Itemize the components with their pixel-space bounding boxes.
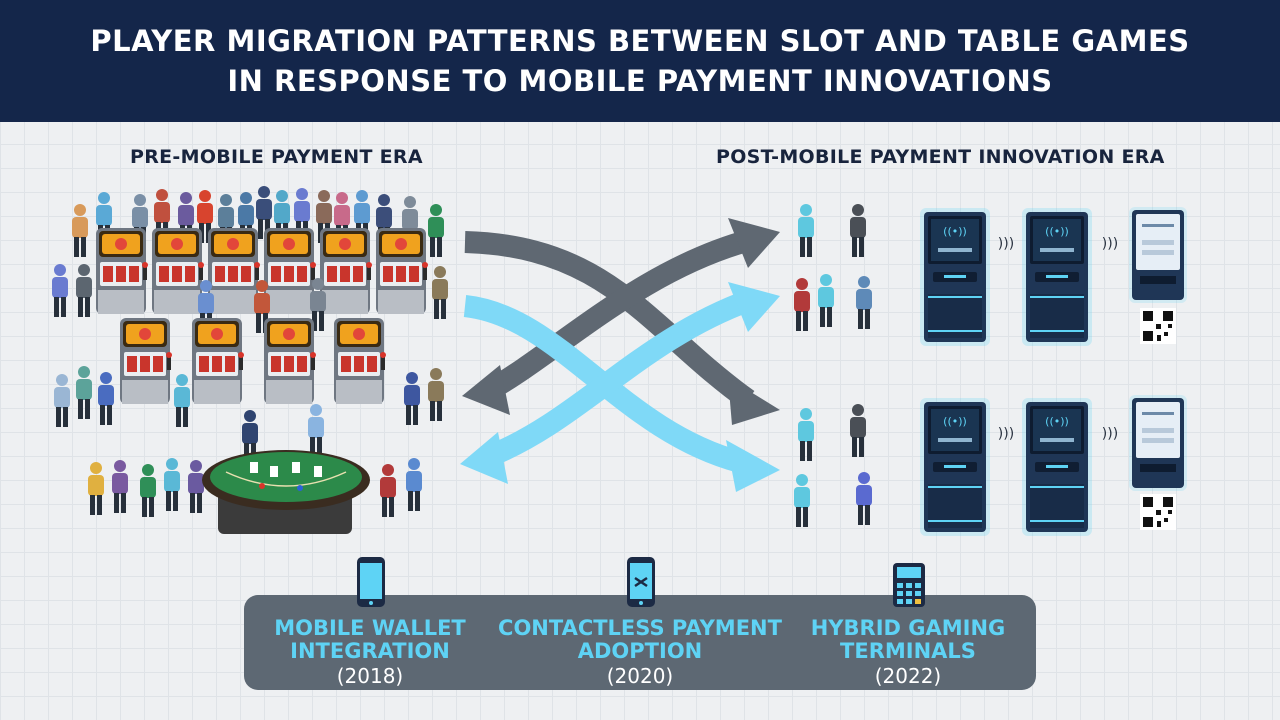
post-era-lower-group: [794, 404, 872, 527]
milestone-hybrid-terminals: HYBRID GAMING TERMINALS (2022): [758, 617, 1058, 689]
terminals-lower-row: ))) ))): [920, 395, 1187, 536]
milestone-name-line1: CONTACTLESS PAYMENT: [498, 616, 782, 640]
milestones-panel: [244, 595, 1036, 690]
post-era-upper-group: [794, 204, 872, 331]
milestone-contactless-payment: CONTACTLESS PAYMENT ADOPTION (2020): [490, 617, 790, 689]
svg-text:))): ))): [998, 426, 1014, 442]
terminals-upper-row: ))) ))): [920, 207, 1187, 346]
title-line-1: PLAYER MIGRATION PATTERNS BETWEEN SLOT A…: [90, 24, 1190, 58]
migration-arrows: [460, 218, 780, 492]
milestone-year: (2018): [336, 664, 404, 688]
milestone-year: (2020): [606, 664, 674, 688]
svg-text:))): ))): [998, 236, 1014, 252]
post-mobile-era-heading: POST-MOBILE PAYMENT INNOVATION ERA: [716, 146, 1165, 168]
title-banner: PLAYER MIGRATION PATTERNS BETWEEN SLOT A…: [0, 0, 1280, 122]
svg-text:))): ))): [1102, 236, 1118, 252]
milestone-year: (2022): [874, 664, 942, 688]
milestone-mobile-wallet: MOBILE WALLET INTEGRATION (2018): [220, 617, 520, 689]
smartphone-icon: [357, 557, 385, 607]
blackjack-table: [202, 450, 370, 534]
milestone-name-line2: ADOPTION: [577, 639, 703, 663]
post-to-slot-gray-arrow: [484, 229, 753, 400]
milestone-name-line1: HYBRID GAMING: [810, 616, 1006, 640]
title-line-2: IN RESPONSE TO MOBILE PAYMENT INNOVATION…: [227, 64, 1053, 98]
contactless-phone-icon: [627, 557, 655, 607]
milestone-name-line2: INTEGRATION: [290, 639, 450, 663]
payment-terminal-icon: [893, 563, 925, 607]
milestone-name-line1: MOBILE WALLET: [274, 616, 466, 640]
pre-mobile-era-heading: PRE-MOBILE PAYMENT ERA: [130, 146, 423, 168]
post-to-table-cyan-arrow: [485, 289, 754, 467]
milestone-name-line2: TERMINALS: [840, 639, 976, 663]
pre-era-crowd: [52, 186, 448, 534]
slot-machines-row-2: [120, 318, 386, 404]
slot-to-post-upper-cyan-arrow: [463, 295, 743, 473]
svg-text:))): ))): [1102, 426, 1118, 442]
